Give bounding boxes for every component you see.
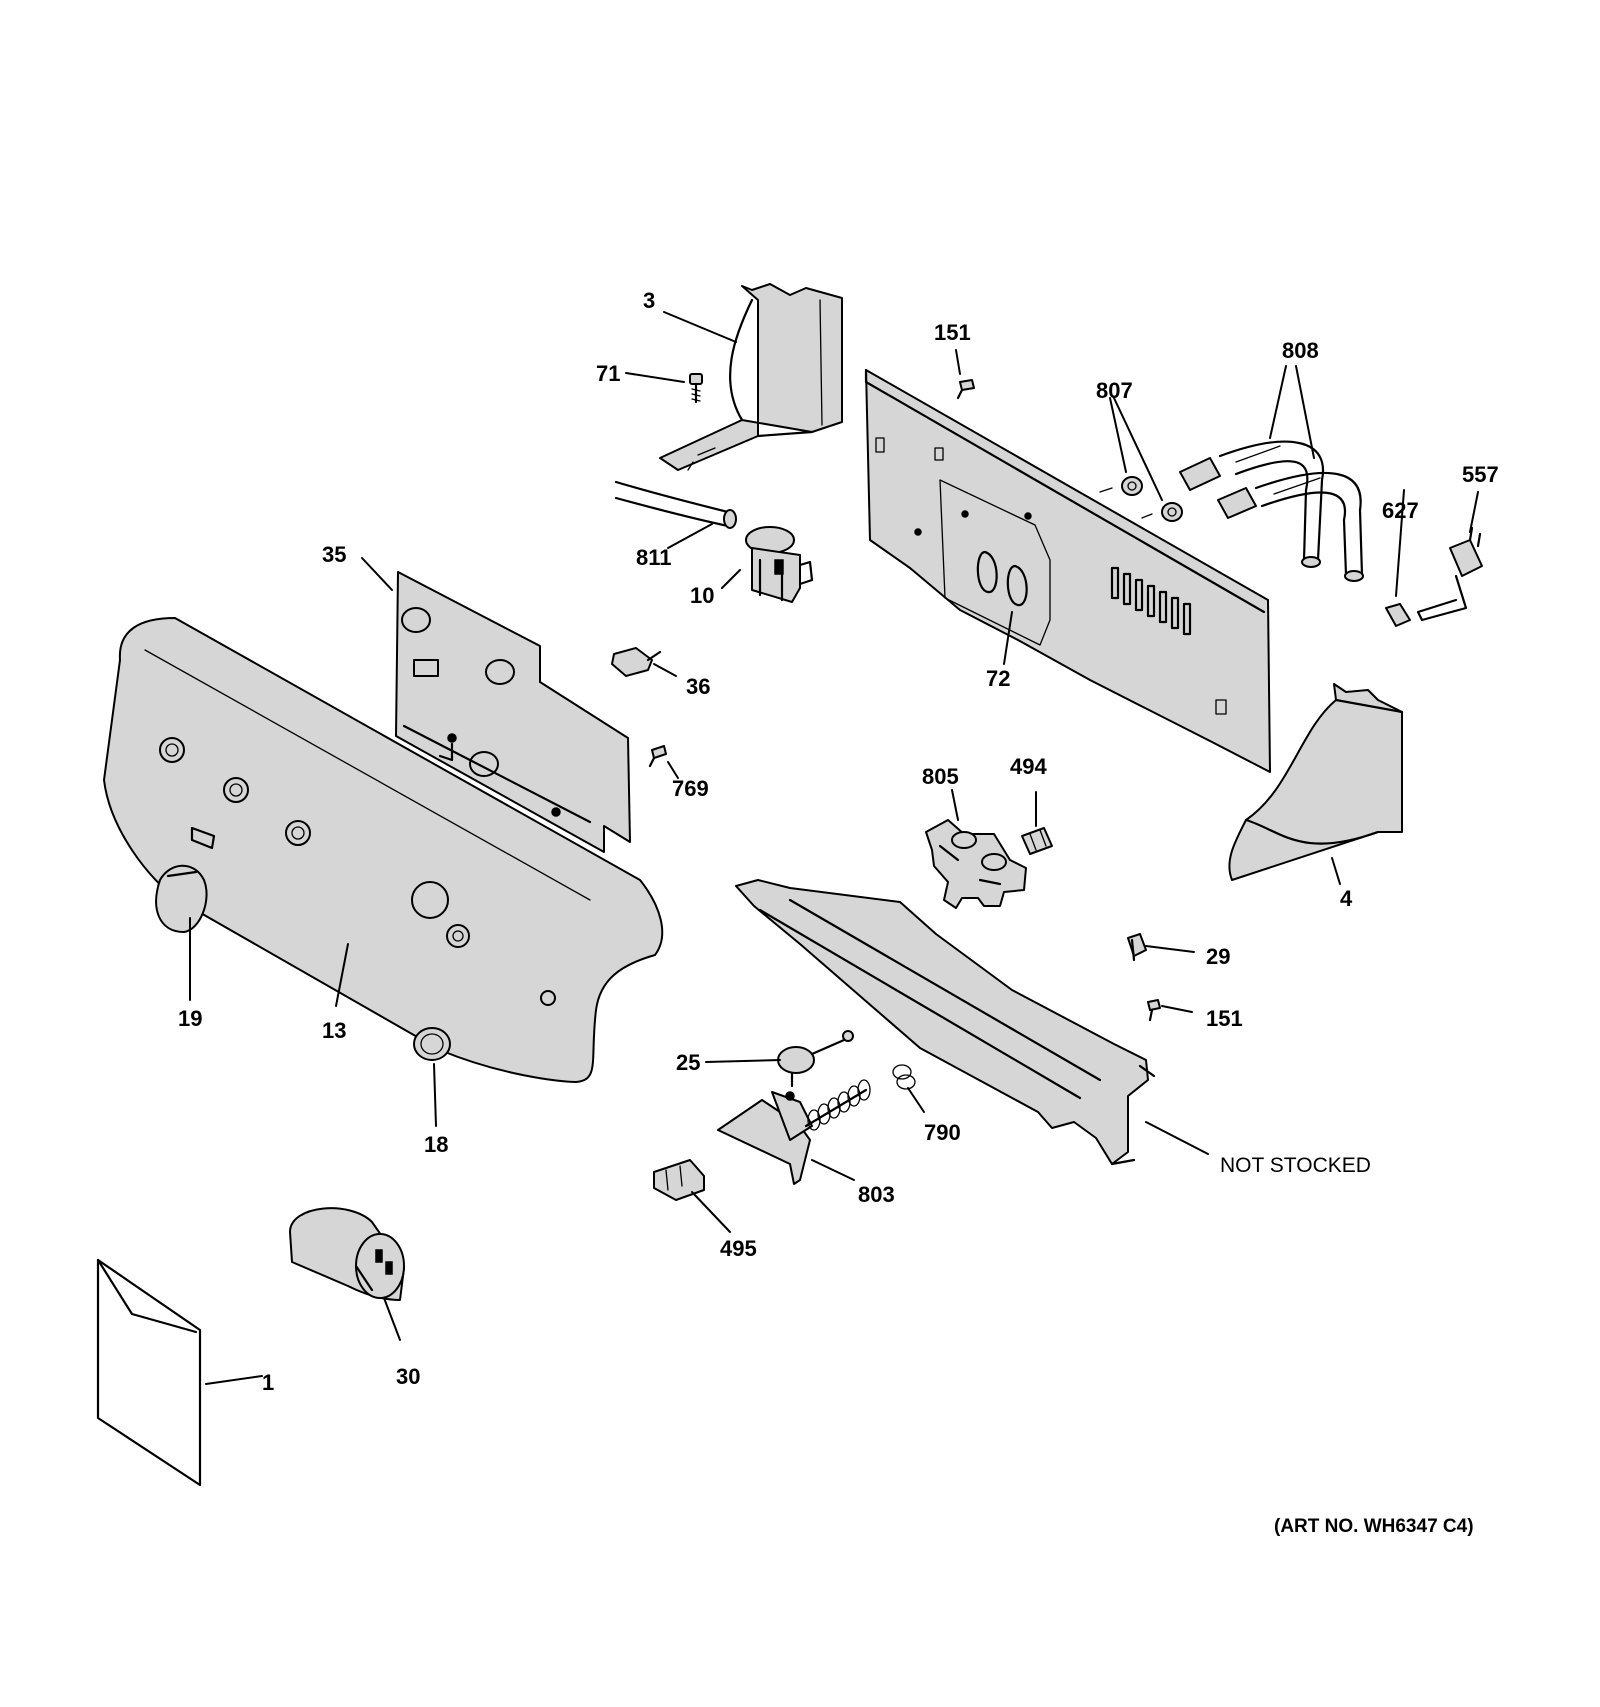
- label-808: 808: [1282, 338, 1319, 363]
- label-627: 627: [1382, 498, 1419, 523]
- part-72-rear-panel[interactable]: [864, 368, 1271, 773]
- part-151-screw-bottom[interactable]: [1147, 999, 1161, 1022]
- part-25-damper[interactable]: [777, 1030, 854, 1088]
- part-10-pressure-switch[interactable]: [745, 526, 814, 603]
- label-494: 494: [1010, 754, 1047, 779]
- label-10: 10: [690, 583, 714, 608]
- part-627-clip[interactable]: [1385, 603, 1411, 627]
- part-811-hose[interactable]: [614, 480, 737, 529]
- part-4-end-bracket[interactable]: [1228, 683, 1404, 881]
- part-13-control-panel[interactable]: [103, 617, 664, 1083]
- label-151-bottom: 151: [1206, 1006, 1243, 1031]
- label-35: 35: [322, 542, 346, 567]
- part-19-knob[interactable]: [155, 864, 208, 933]
- label-811: 811: [636, 545, 672, 570]
- label-29: 29: [1206, 944, 1230, 969]
- part-3-end-bracket[interactable]: [659, 283, 843, 471]
- label-3: 3: [643, 288, 655, 313]
- label-19: 19: [178, 1006, 202, 1031]
- part-18-bezel[interactable]: [413, 1027, 451, 1061]
- part-1-literature-envelope[interactable]: [96, 1258, 202, 1487]
- part-36-block[interactable]: [611, 647, 662, 677]
- label-72: 72: [986, 666, 1010, 691]
- label-18: 18: [424, 1132, 448, 1157]
- part-807-washers[interactable]: [1099, 476, 1183, 522]
- label-71: 71: [596, 361, 620, 386]
- part-labels: 3 71 811 10 151 807 808 557 627 72 4 35 …: [178, 288, 1499, 1395]
- part-151-screw-top[interactable]: [956, 379, 975, 400]
- art-number: (ART NO. WH6347 C4): [1274, 1516, 1474, 1537]
- label-495: 495: [720, 1236, 757, 1261]
- label-13: 13: [322, 1018, 346, 1043]
- part-790-clamp[interactable]: [892, 1064, 916, 1090]
- part-30-capacitor[interactable]: [289, 1207, 405, 1301]
- part-803-dispenser[interactable]: [717, 1079, 871, 1185]
- label-807: 807: [1096, 378, 1133, 403]
- label-769: 769: [672, 776, 709, 801]
- part-808-fill-hoses[interactable]: [1179, 440, 1364, 582]
- part-805-water-valve[interactable]: [925, 819, 1027, 909]
- part-495-connector[interactable]: [653, 1159, 705, 1201]
- label-1: 1: [262, 1370, 274, 1395]
- part-71-screw[interactable]: [689, 373, 703, 404]
- label-805: 805: [922, 764, 959, 789]
- label-not-stocked: NOT STOCKED: [1220, 1154, 1371, 1177]
- label-557: 557: [1462, 462, 1499, 487]
- label-151-top: 151: [934, 320, 971, 345]
- part-35-control-board[interactable]: [395, 571, 631, 853]
- part-769-screw[interactable]: [648, 745, 667, 768]
- label-25: 25: [676, 1050, 700, 1075]
- label-36: 36: [686, 674, 710, 699]
- part-not-stocked-rail[interactable]: [735, 879, 1156, 1166]
- label-790: 790: [924, 1120, 961, 1145]
- part-29-clip[interactable]: [1127, 933, 1147, 962]
- label-30: 30: [396, 1364, 420, 1389]
- part-494-connector[interactable]: [1021, 827, 1053, 855]
- leader-lines: [189, 311, 1479, 1385]
- label-4: 4: [1340, 886, 1353, 911]
- part-557-power-cord[interactable]: [1416, 526, 1483, 622]
- label-803: 803: [858, 1182, 895, 1207]
